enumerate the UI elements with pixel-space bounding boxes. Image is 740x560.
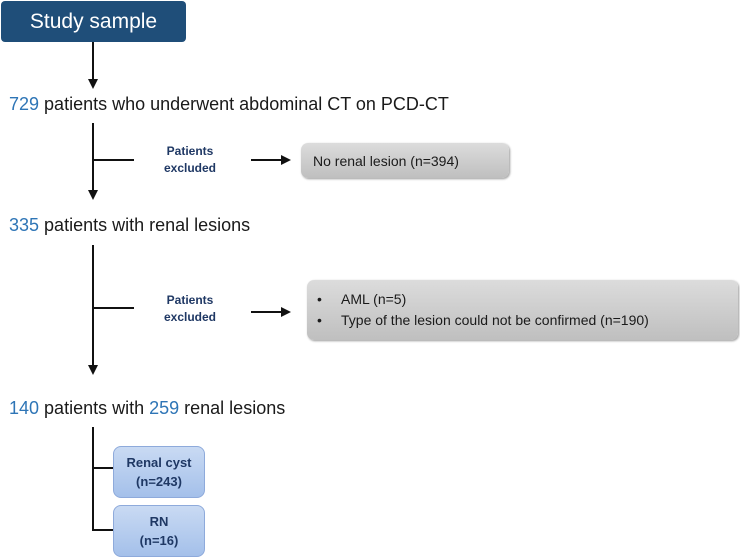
patient-count: 140 bbox=[9, 398, 40, 418]
patient-count: 729 bbox=[9, 94, 40, 114]
branch-line bbox=[92, 467, 113, 469]
excluded-label-line: Patients bbox=[166, 144, 214, 158]
excluded-label-line: excluded bbox=[163, 161, 217, 175]
study-sample-header: Study sample bbox=[1, 1, 186, 42]
group-renal-cyst: Renal cyst (n=243) bbox=[113, 446, 205, 498]
group-label: Renal cyst bbox=[126, 455, 192, 470]
group-count: (n=16) bbox=[139, 533, 179, 548]
connector-line bbox=[92, 42, 94, 79]
patients-excluded-label: Patients excluded bbox=[150, 292, 230, 326]
lesion-count: 259 bbox=[149, 398, 180, 418]
branch-line bbox=[251, 311, 281, 313]
arrow-right-icon bbox=[281, 307, 291, 317]
exclusion-list: AML (n=5) Type of the lesion could not b… bbox=[307, 289, 738, 331]
step-335-patients: 335 patients with renal lesions bbox=[9, 215, 250, 236]
branch-line bbox=[92, 159, 134, 161]
exclusion-item: No renal lesion (n=394) bbox=[313, 152, 459, 169]
excluded-label-line: Patients bbox=[166, 293, 214, 307]
arrow-down-icon bbox=[88, 190, 98, 200]
branch-line bbox=[251, 159, 281, 161]
branch-line bbox=[92, 307, 134, 309]
step-text: patients who underwent abdominal CT on P… bbox=[39, 94, 449, 114]
arrow-down-icon bbox=[88, 79, 98, 89]
patient-count: 335 bbox=[9, 215, 40, 235]
branch-line bbox=[92, 529, 113, 531]
excluded-label-line: excluded bbox=[163, 310, 217, 324]
group-rn: RN (n=16) bbox=[113, 505, 205, 557]
step-text: patients with bbox=[39, 398, 150, 418]
exclusion-box-no-renal-lesion: No renal lesion (n=394) bbox=[301, 143, 509, 178]
exclusion-item: Type of the lesion could not be confirme… bbox=[307, 310, 738, 331]
group-count: (n=243) bbox=[136, 474, 182, 489]
step-729-patients: 729 patients who underwent abdominal CT … bbox=[9, 94, 449, 115]
step-text: patients with renal lesions bbox=[39, 215, 251, 235]
step-140-patients: 140 patients with 259 renal lesions bbox=[9, 398, 285, 419]
patients-excluded-label: Patients excluded bbox=[150, 143, 230, 177]
exclusion-item: AML (n=5) bbox=[307, 289, 738, 310]
group-label: RN bbox=[149, 514, 169, 529]
arrow-down-icon bbox=[88, 365, 98, 375]
step-text: renal lesions bbox=[179, 398, 286, 418]
header-title: Study sample bbox=[29, 9, 158, 33]
connector-line bbox=[92, 123, 94, 190]
connector-line bbox=[92, 245, 94, 365]
connector-line bbox=[92, 427, 94, 530]
exclusion-box-lesion-types: AML (n=5) Type of the lesion could not b… bbox=[307, 280, 738, 340]
arrow-right-icon bbox=[281, 155, 291, 165]
